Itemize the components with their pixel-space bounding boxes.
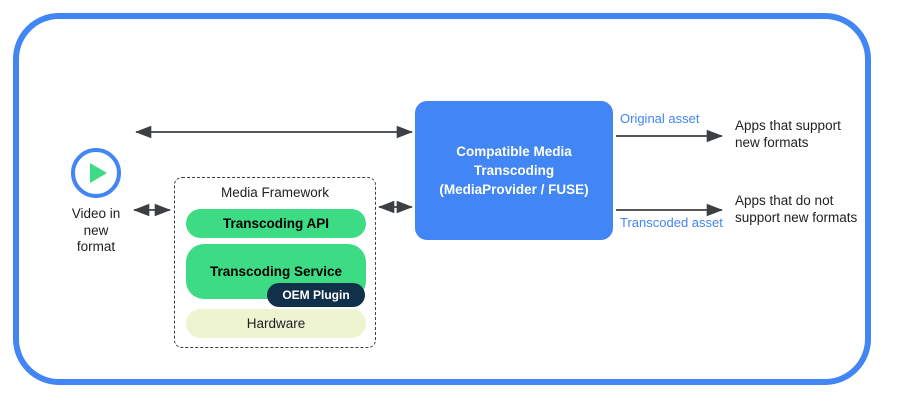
play-circle-icon <box>71 148 121 198</box>
apps-that-support-label: Apps that support new formats <box>735 118 841 150</box>
transcoding-api-block[interactable]: Transcoding API <box>186 209 366 238</box>
media-framework-container: Media Framework Transcoding API Transcod… <box>174 177 376 348</box>
compatible-media-transcoding-box[interactable]: Compatible Media Transcoding (MediaProvi… <box>415 101 613 240</box>
apps-that-do-not-support-label: Apps that do not support new formats <box>735 193 858 225</box>
original-asset-label: Original asset <box>620 111 700 126</box>
video-source-label: Video in new format <box>71 206 121 254</box>
play-triangle-icon <box>90 163 107 183</box>
transcoded-asset-label: Transcoded asset <box>620 215 723 230</box>
media-framework-title: Media Framework <box>220 185 330 200</box>
hardware-block[interactable]: Hardware <box>186 309 366 338</box>
oem-plugin-badge[interactable]: OEM Plugin <box>267 283 365 307</box>
video-source-group: Video in new format <box>46 148 146 256</box>
